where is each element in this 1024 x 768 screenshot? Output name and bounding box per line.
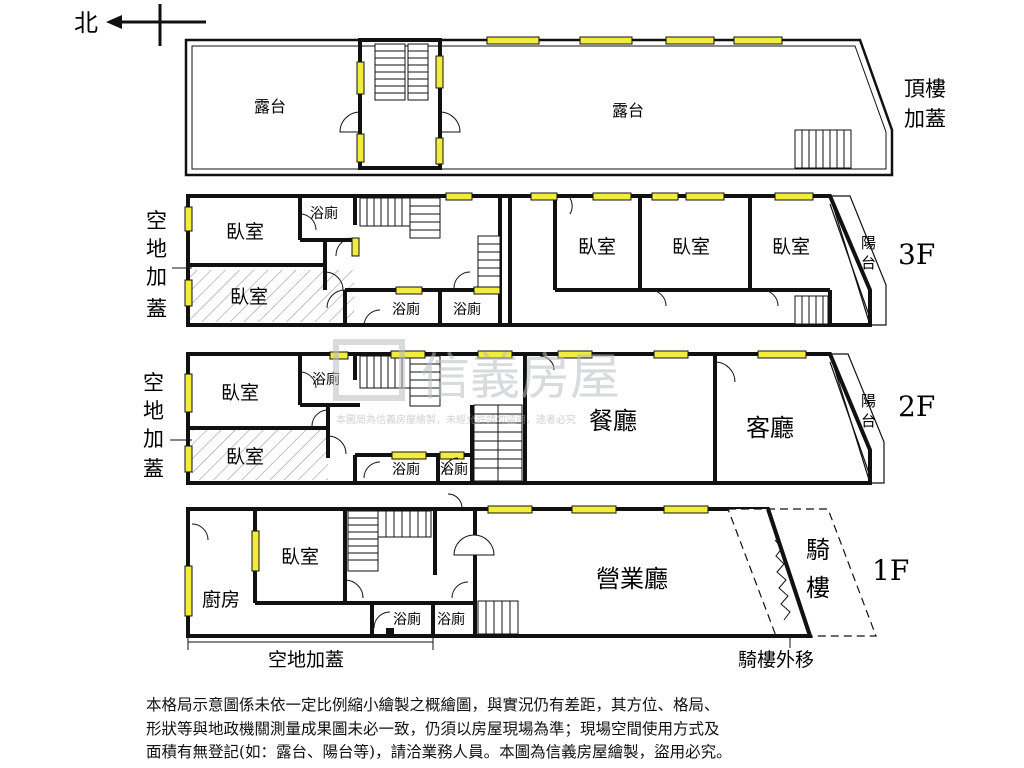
- f3-side-label: 蓋: [146, 297, 167, 321]
- f2-side-label: 地: [143, 399, 164, 423]
- f1-dimension-label: 空地加蓋: [268, 649, 344, 671]
- f3-side-label: 地: [146, 237, 167, 261]
- f1-arcade-gap: [728, 509, 810, 636]
- disclaimer-line: 本格局示意圖係未依一定比例縮小繪製之概繪圖，與實況仍有差距，其方位、格局、: [146, 696, 720, 714]
- compass-north-label: 北: [74, 9, 98, 37]
- f3-side-label: 加: [146, 265, 167, 289]
- roof-stairs: [374, 43, 429, 101]
- f3-room-label: 浴廁: [310, 205, 338, 222]
- f2-room-label: 客廳: [746, 414, 794, 442]
- f1-walls: [253, 509, 477, 636]
- f3-windows: [184, 192, 814, 307]
- f2-room-label: 浴廁: [392, 461, 420, 478]
- f3-floor-label: 3F: [898, 238, 935, 271]
- f1-room-label: 臥室: [281, 546, 319, 568]
- watermark: 信義房屋 本圖局為信義房屋繪製，未經允許請勿盜用，違者必究: [333, 339, 620, 426]
- disclaimer-line: 面積有無登記(如：露台、陽台等)，請洽業務人員。本圖為信義房屋繪製，盜用必究。: [146, 743, 732, 761]
- roof-stair-room: [358, 38, 442, 170]
- f2-balcony-rail: [829, 353, 885, 484]
- f1-doors: [191, 493, 495, 629]
- f1-arcade-label: 樓: [806, 574, 830, 602]
- disclaimer-line: 形狀等與地政機關測量成果圖未必一致，仍須以房屋現場為準；現場空間使用方式及: [146, 719, 720, 738]
- roof-stairs-east: [794, 129, 852, 169]
- roof-windows: [356, 36, 783, 165]
- f3-stairs: [359, 197, 829, 325]
- f2-side-label: 加: [143, 427, 164, 451]
- f3-balcony-slider: [829, 203, 871, 319]
- f1-floor-drain: [386, 628, 394, 636]
- roof-door-west: [339, 111, 361, 133]
- f2-doors: [299, 355, 736, 479]
- f3-balcony-label: 台: [861, 254, 876, 272]
- watermark-note: 本圖局為信義房屋繪製，未經允許請勿盜用，違者必究: [336, 413, 576, 426]
- f3-room-label: 臥室: [772, 236, 810, 258]
- f2-side-label: 空: [143, 371, 164, 395]
- roof-room-label: 露台: [254, 97, 286, 116]
- roof-parapet: [191, 45, 887, 170]
- f1-windows: [184, 505, 709, 617]
- f2-balcony-slider: [829, 361, 871, 477]
- floor-3f: 臥室 浴廁 臥室 浴廁 浴廁 臥室 臥室 臥室 陽 台 3F 空 地 加 蓋: [146, 192, 935, 327]
- f2-room-label: 臥室: [221, 382, 259, 404]
- f1-stairs: [347, 510, 519, 635]
- floor-2f: 臥室 浴廁 臥室 浴廁 浴廁 餐廳 客廳 陽 台 2F 空 地 加 蓋: [143, 350, 935, 485]
- watermark-logo: [333, 339, 405, 401]
- f3-room-label: 臥室: [672, 236, 710, 258]
- f2-side-label: 蓋: [143, 457, 164, 481]
- f3-room-label: 臥室: [578, 236, 616, 258]
- f2-room-label: 臥室: [226, 446, 264, 468]
- f1-arcade-column-line: [774, 539, 791, 621]
- compass-arrowhead: [106, 15, 122, 29]
- f3-room-label: 臥室: [226, 221, 264, 243]
- roof-floor-label-line1: 頂樓: [904, 77, 946, 101]
- f2-balcony-label: 台: [861, 412, 876, 430]
- roof-floor-label-line2: 加蓋: [904, 107, 946, 131]
- f3-room-label: 浴廁: [453, 301, 481, 318]
- disclaimer: 本格局示意圖係未依一定比例縮小繪製之概繪圖，與實況仍有差距，其方位、格局、 形狀…: [146, 694, 886, 765]
- f2-floor-label: 2F: [898, 390, 935, 423]
- watermark-brand: 信義房屋: [420, 348, 620, 406]
- roof-floor: 露台 露台 頂樓 加蓋: [184, 36, 946, 177]
- f1-arcade-note: 騎樓外移: [738, 649, 814, 671]
- compass: 北: [74, 4, 206, 46]
- f1-floor-label: 1F: [872, 554, 909, 587]
- f3-doors: [299, 197, 779, 327]
- f3-hatched-area: [188, 270, 354, 322]
- f2-balcony-label: 陽: [861, 392, 876, 410]
- roof-door-east: [439, 111, 461, 133]
- f1-arcade-outline: [727, 508, 877, 637]
- f3-balcony-rail: [829, 195, 887, 326]
- f3-room-label: 浴廁: [392, 301, 420, 318]
- f1-dimension-line: [187, 636, 434, 650]
- roof-room-label: 露台: [612, 101, 644, 120]
- f3-room-label: 臥室: [230, 286, 268, 308]
- f1-room-label: 營業廳: [596, 565, 668, 593]
- f1-storefront-wall: [766, 508, 812, 637]
- f2-room-label: 浴廁: [440, 461, 468, 478]
- floor-1f: 臥室 廚房 浴廁 浴廁 營業廳 騎 樓 1F 空地加蓋 騎樓外移: [184, 493, 909, 671]
- f3-balcony-label: 陽: [861, 234, 876, 252]
- roof-outline: [184, 38, 894, 177]
- f1-arcade-label: 騎: [806, 536, 830, 564]
- f2-room-label: 餐廳: [589, 407, 637, 435]
- f1-room-label: 廚房: [202, 588, 240, 611]
- f3-side-label: 空: [146, 209, 167, 233]
- f1-room-label: 浴廁: [437, 611, 465, 628]
- f1-room-label: 浴廁: [393, 611, 421, 628]
- f2-hatched-area: [192, 430, 328, 480]
